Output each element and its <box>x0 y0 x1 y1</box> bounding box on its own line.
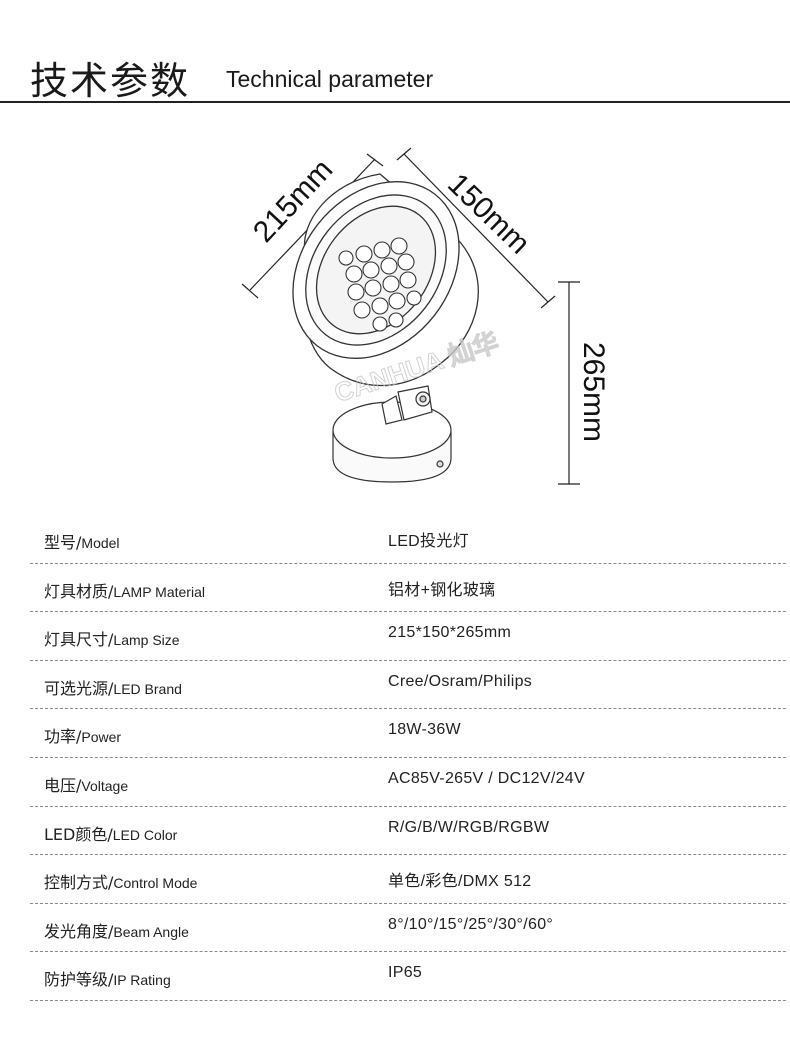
spec-label-cn: 灯具材质/ <box>44 581 114 601</box>
height-dimension-label: 265mm <box>577 342 610 442</box>
spec-label: 灯具尺寸/Lamp Size <box>44 626 180 650</box>
spec-label: 防护等级/IP Rating <box>44 966 171 990</box>
spec-row: 电压/Voltage AC85V-265V / DC12V/24V <box>30 758 786 807</box>
floodlight-illustration: 215mm 150mm 265mm <box>241 147 610 485</box>
spec-label-en: Model <box>81 535 120 551</box>
spec-value: LED投光灯 <box>388 533 469 550</box>
spec-label: LED颜色/LED Color <box>44 821 177 845</box>
spec-value: 8°/10°/15°/25°/30°/60° <box>388 915 554 933</box>
spec-label-en: LED Brand <box>113 680 182 697</box>
page-title-chinese: 技术参数 <box>30 59 191 103</box>
spec-label-en: Voltage <box>81 777 129 794</box>
spec-label: 电压/Voltage <box>44 772 128 796</box>
spec-label-cn: 可选光源/ <box>44 678 114 698</box>
height-dimension-line <box>558 281 580 485</box>
spec-label-cn: LED颜色/ <box>44 824 113 844</box>
lamp-bracket <box>381 385 433 425</box>
spec-label: 可选光源/LED Brand <box>44 675 182 699</box>
spec-row: 可选光源/LED Brand Cree/Osram/Philips <box>30 661 786 710</box>
spec-label-cn: 功率/ <box>44 727 82 747</box>
spec-row: LED颜色/LED Color R/G/B/W/RGB/RGBW <box>30 807 786 856</box>
lamp-base <box>332 401 452 483</box>
product-dimension-drawing: 215mm 150mm 265mm <box>0 102 790 520</box>
spec-row: 防护等级/IP Rating IP65 <box>30 952 786 1001</box>
spec-label: 控制方式/Control Mode <box>44 869 197 893</box>
spec-label-cn: 电压/ <box>44 775 82 795</box>
spec-row: 发光角度/Beam Angle 8°/10°/15°/25°/30°/60° <box>30 904 786 953</box>
page-header: 技术参数 Technical parameter <box>0 0 790 103</box>
spec-value: 215*150*265mm <box>388 624 512 642</box>
spec-row: 功率/Power 18W-36W <box>30 709 786 758</box>
spec-row: 型号/Model LED投光灯 <box>30 515 786 564</box>
spec-row: 灯具尺寸/Lamp Size 215*150*265mm <box>30 612 786 661</box>
spec-value: Cree/Osram/Philips <box>388 672 533 690</box>
spec-label-cn: 控制方式/ <box>44 873 114 893</box>
spec-label-en: LED Color <box>112 826 178 843</box>
spec-value: IP65 <box>388 964 423 982</box>
spec-label-en: IP Rating <box>113 972 171 989</box>
spec-label-en: Control Mode <box>113 875 198 892</box>
spec-value: 单色/彩色/DMX 512 <box>388 873 532 891</box>
depth-dimension-line <box>396 147 556 309</box>
spec-label-en: Lamp Size <box>113 632 180 649</box>
spec-label-cn: 灯具尺寸/ <box>44 630 114 650</box>
spec-label-cn: 型号/ <box>44 533 82 552</box>
page-title-english: Technical parameter <box>226 66 434 92</box>
spec-value: 铝材+钢化玻璃 <box>388 581 496 599</box>
spec-label: 灯具材质/LAMP Material <box>44 578 205 602</box>
spec-value: AC85V-265V / DC12V/24V <box>388 769 585 787</box>
header-divider <box>0 101 790 103</box>
spec-value: 18W-36W <box>388 721 461 739</box>
spec-row: 控制方式/Control Mode 单色/彩色/DMX 512 <box>30 855 786 904</box>
spec-label-en: Power <box>81 729 122 746</box>
spec-label-en: LAMP Material <box>113 583 205 600</box>
spec-label-cn: 发光角度/ <box>44 921 114 941</box>
led-array <box>338 237 422 332</box>
spec-label: 发光角度/Beam Angle <box>44 918 189 942</box>
spec-row: 灯具材质/LAMP Material 铝材+钢化玻璃 <box>30 564 786 613</box>
spec-label: 型号/Model <box>44 529 120 553</box>
spec-label-en: Beam Angle <box>113 923 189 940</box>
spec-label-cn: 防护等级/ <box>44 970 114 990</box>
spec-value: R/G/B/W/RGB/RGBW <box>388 818 550 836</box>
spec-label: 功率/Power <box>44 723 121 747</box>
